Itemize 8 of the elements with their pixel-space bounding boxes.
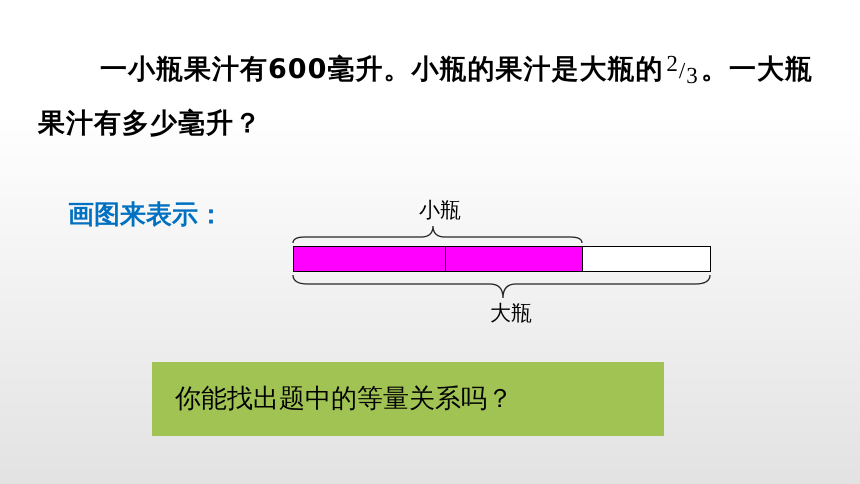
bracket-label: 小瓶	[419, 198, 461, 222]
bar-segment	[445, 246, 584, 272]
bar-segment	[582, 246, 711, 272]
section-heading: 画图来表示：	[68, 200, 224, 230]
bar-segment	[293, 246, 447, 272]
question-panel	[152, 362, 664, 436]
question-text: 你能找出题中的等量关系吗？	[175, 383, 513, 415]
bracket-label: 大瓶	[490, 301, 532, 325]
